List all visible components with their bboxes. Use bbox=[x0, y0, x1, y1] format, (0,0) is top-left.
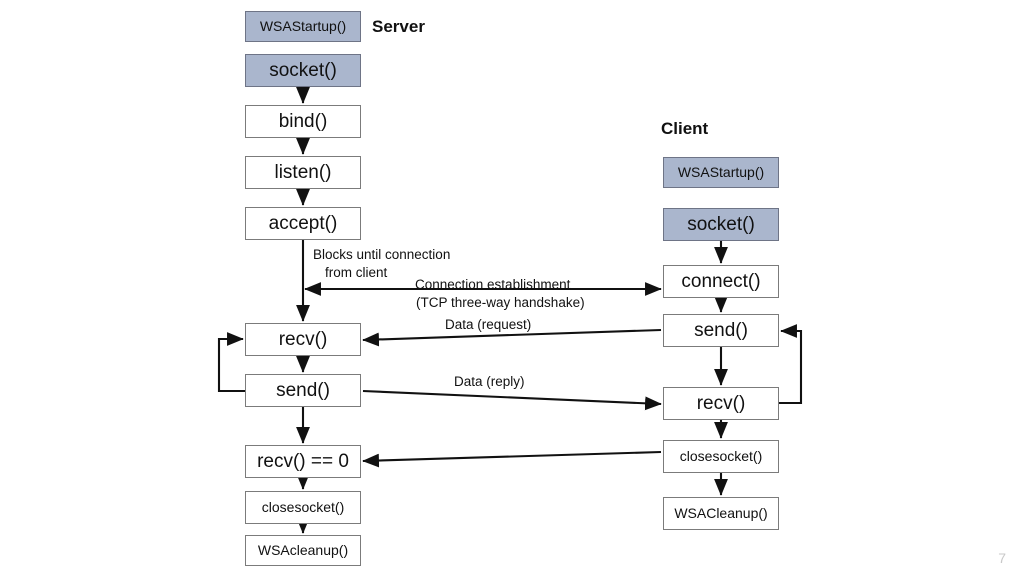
client-node-socket[interactable]: socket() bbox=[663, 208, 779, 241]
server-node-accept[interactable]: accept() bbox=[245, 207, 361, 240]
annotation-from-client: from client bbox=[325, 265, 388, 280]
client-node-wsastartup[interactable]: WSAStartup() bbox=[663, 157, 779, 188]
page-title-server: Server bbox=[372, 17, 425, 36]
client-node-connect[interactable]: connect() bbox=[663, 265, 779, 298]
annotation-data-request: Data (request) bbox=[445, 317, 532, 332]
client-node-recv[interactable]: recv() bbox=[663, 387, 779, 420]
server-node-closesocket[interactable]: closesocket() bbox=[245, 491, 361, 524]
page-number: 7 bbox=[998, 550, 1006, 566]
server-node-recv-equals-zero[interactable]: recv() == 0 bbox=[245, 445, 361, 478]
arrow-client-loop-recv-to-send bbox=[779, 324, 803, 405]
client-node-send[interactable]: send() bbox=[663, 314, 779, 347]
server-node-wsacleanup[interactable]: WSAcleanup() bbox=[245, 535, 361, 566]
server-node-send[interactable]: send() bbox=[245, 374, 361, 407]
annotation-blocks-until-connection: Blocks until connection bbox=[313, 247, 451, 262]
client-node-closesocket[interactable]: closesocket() bbox=[663, 440, 779, 473]
annotation-data-reply: Data (reply) bbox=[454, 374, 525, 389]
server-node-recv[interactable]: recv() bbox=[245, 323, 361, 356]
annotation-connection-establishment: Connection establishment bbox=[415, 277, 571, 292]
annotation-tcp-three-way-handshake: (TCP three-way handshake) bbox=[416, 295, 585, 310]
server-node-bind[interactable]: bind() bbox=[245, 105, 361, 138]
client-node-wsacleanup[interactable]: WSACleanup() bbox=[663, 497, 779, 530]
server-node-wsastartup[interactable]: WSAStartup() bbox=[245, 11, 361, 42]
page-title-client: Client bbox=[661, 119, 709, 138]
arrow-client-close-to-server-recv0 bbox=[362, 450, 662, 468]
server-node-listen[interactable]: listen() bbox=[245, 156, 361, 189]
server-node-socket[interactable]: socket() bbox=[245, 54, 361, 87]
arrow-server-loop-send-to-recv bbox=[217, 332, 245, 393]
arrow-data-reply bbox=[362, 389, 662, 411]
